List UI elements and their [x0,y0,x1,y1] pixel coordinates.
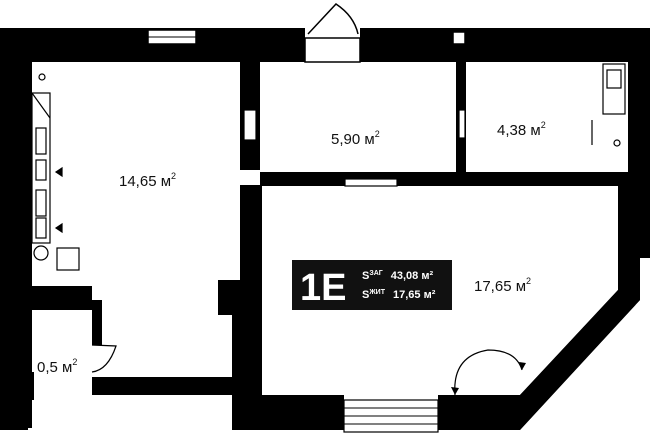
walls [0,28,650,430]
openings [243,109,466,187]
room-label-living: 17,65 м2 [474,276,531,295]
entrance-door-swing [307,3,359,35]
room-label-closet: 0,5 м2 [37,357,77,376]
room-label-bathroom: 4,38 м2 [497,120,546,139]
top-windows [147,3,466,63]
interior-walls [28,62,628,400]
bottom-window [343,399,439,433]
closet-door-swing [91,344,117,373]
vent-block [452,31,466,45]
room-label-kitchen: 14,65 м2 [119,171,176,190]
kitchen-fixtures [31,73,80,271]
room-label-room-a: 5,90 м2 [331,129,380,148]
unit-code: 1E [300,267,346,309]
living-door-swing [454,349,523,396]
bathroom-fixtures [591,63,626,147]
